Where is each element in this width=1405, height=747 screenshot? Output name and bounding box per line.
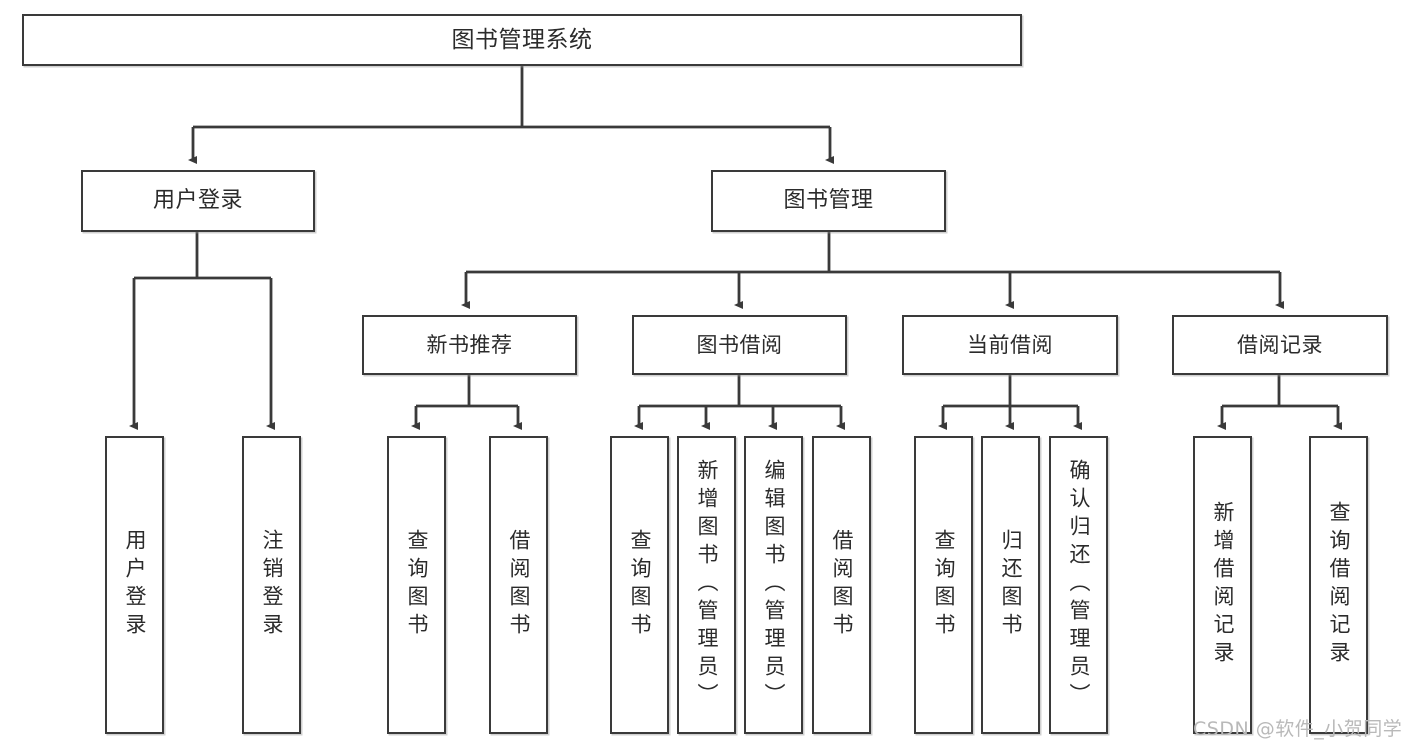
node-leaf-add-borrow-record[interactable]: 新增借阅记录 (1193, 436, 1252, 734)
node-leaf-query-borrow-record-label: 查询借阅记录 (1327, 501, 1351, 669)
node-leaf-logout-login[interactable]: 注销登录 (242, 436, 301, 734)
node-leaf-user-login-label: 用户登录 (123, 529, 147, 641)
node-borrow-record[interactable]: 借阅记录 (1172, 315, 1388, 375)
node-leaf-borrow-book-2[interactable]: 借阅图书 (812, 436, 871, 734)
node-new-book-recommend[interactable]: 新书推荐 (362, 315, 577, 375)
node-book-borrow-label: 图书借阅 (696, 332, 783, 357)
node-book-management[interactable]: 图书管理 (711, 170, 946, 232)
node-leaf-add-book-label: 新增图书（管理员） (695, 459, 719, 711)
node-leaf-logout-login-label: 注销登录 (260, 529, 284, 641)
node-user-login-label: 用户登录 (152, 188, 243, 214)
node-leaf-return-book-label: 归还图书 (999, 529, 1023, 641)
node-leaf-query-book-3-label: 查询图书 (932, 529, 956, 641)
node-leaf-confirm-return[interactable]: 确认归还（管理员） (1049, 436, 1108, 734)
node-user-login[interactable]: 用户登录 (81, 170, 315, 232)
node-new-book-recommend-label: 新书推荐 (426, 332, 513, 357)
node-borrow-record-label: 借阅记录 (1237, 332, 1323, 357)
node-leaf-query-book-2-label: 查询图书 (628, 529, 652, 641)
csdn-watermark: CSDN @软件_小贺同学 (1193, 718, 1403, 740)
node-leaf-query-book-2[interactable]: 查询图书 (610, 436, 669, 734)
node-leaf-query-borrow-record[interactable]: 查询借阅记录 (1309, 436, 1368, 734)
node-leaf-borrow-book-2-label: 借阅图书 (830, 529, 854, 641)
node-leaf-add-book[interactable]: 新增图书（管理员） (677, 436, 736, 734)
node-leaf-query-book-1[interactable]: 查询图书 (387, 436, 446, 734)
node-current-borrow-label: 当前借阅 (967, 332, 1053, 357)
node-leaf-query-book-3[interactable]: 查询图书 (914, 436, 973, 734)
node-root[interactable]: 图书管理系统 (22, 14, 1022, 66)
node-leaf-add-borrow-record-label: 新增借阅记录 (1211, 501, 1235, 669)
node-leaf-edit-book[interactable]: 编辑图书（管理员） (744, 436, 803, 734)
node-leaf-borrow-book-1[interactable]: 借阅图书 (489, 436, 548, 734)
node-book-borrow[interactable]: 图书借阅 (632, 315, 847, 375)
node-leaf-user-login[interactable]: 用户登录 (105, 436, 164, 734)
node-leaf-edit-book-label: 编辑图书（管理员） (762, 459, 786, 711)
node-leaf-return-book[interactable]: 归还图书 (981, 436, 1040, 734)
node-leaf-confirm-return-label: 确认归还（管理员） (1067, 459, 1091, 711)
node-leaf-query-book-1-label: 查询图书 (405, 529, 429, 641)
node-book-management-label: 图书管理 (783, 188, 874, 214)
node-root-label: 图书管理系统 (451, 26, 593, 53)
node-current-borrow[interactable]: 当前借阅 (902, 315, 1118, 375)
node-leaf-borrow-book-1-label: 借阅图书 (507, 529, 531, 641)
